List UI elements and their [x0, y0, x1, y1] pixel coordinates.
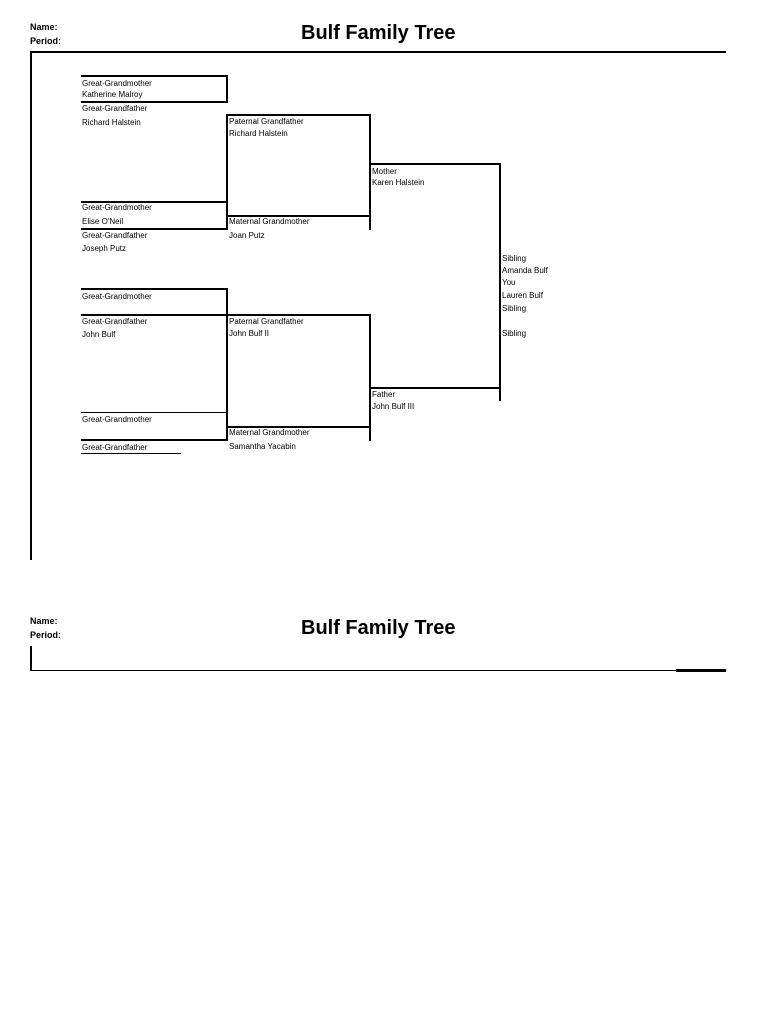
gg1-role: Great-Grandmother: [82, 79, 152, 88]
header-rule-2-end: [676, 669, 726, 672]
gg4-top-line: [81, 228, 228, 230]
gg2-role: Great-Grandfather: [82, 104, 148, 113]
sibling3-role: Sibling: [502, 329, 527, 338]
gg7-role: Great-Grandmother: [82, 415, 152, 424]
gp2-name: Joan Putz: [229, 231, 265, 240]
header-rule: [30, 51, 726, 53]
father-name: John Bulf III: [372, 402, 415, 411]
gg4-name: Joseph Putz: [82, 244, 127, 253]
gg4-role: Great-Grandfather: [82, 231, 148, 240]
left-border: [30, 51, 32, 560]
page-title: Bulf Family Tree: [301, 22, 456, 44]
page-title-2: Bulf Family Tree: [301, 617, 456, 639]
name-label-2: Name:: [30, 616, 58, 626]
sibling1-role: Sibling: [502, 254, 527, 263]
father-role: Father: [372, 390, 396, 399]
gp3-top-line: [226, 314, 371, 316]
connector-gp3-gp4: [226, 314, 228, 441]
sibling2-role: Sibling: [502, 304, 527, 313]
gp2-role: Maternal Grandmother: [229, 217, 310, 226]
sibling1-name: Amanda Bulf: [502, 266, 548, 275]
header-rule-2: [30, 670, 676, 671]
left-border-2: [30, 646, 32, 671]
mother-top-line: [369, 163, 501, 165]
connector-gp1-gp2-right: [369, 114, 371, 230]
connector-gp3-gp4-right: [369, 314, 371, 441]
mother-name: Karen Halstein: [372, 178, 425, 187]
gg2-top-line: [81, 101, 228, 103]
gg6-top-line: [81, 314, 228, 316]
gg5-top-line: [81, 288, 228, 290]
father-top-line: [369, 387, 501, 389]
gg1-top-line: [81, 75, 228, 77]
gg3-top-line: [81, 201, 228, 203]
gg3-name: Elise O'Neil: [82, 217, 124, 226]
gp3-name: John Bulf II: [229, 329, 270, 338]
name-label: Name:: [30, 22, 58, 32]
gg8-bottom-line: [81, 453, 181, 454]
gg8-role: Great-Grandfather: [82, 443, 148, 452]
period-label-2: Period:: [30, 630, 62, 640]
gp2-top-line: [226, 215, 371, 217]
you-role: You: [502, 278, 516, 287]
gp4-name: Samantha Yacabin: [229, 442, 296, 451]
gp1-top-line: [226, 114, 371, 116]
connector-gg1-gg2: [226, 75, 228, 103]
gp1-name: Richard Halstein: [229, 129, 288, 138]
gg8-top-line: [81, 439, 228, 441]
gg7-top-line: [81, 412, 228, 413]
gp1-role: Paternal Grandfather: [229, 117, 304, 126]
gg2-name: Richard Halstein: [82, 118, 141, 127]
gg5-role: Great-Grandmother: [82, 292, 152, 301]
gp3-role: Paternal Grandfather: [229, 317, 304, 326]
connector-gp1-gp2: [226, 114, 228, 230]
gg6-name: John Bulf: [82, 330, 116, 339]
connector-parents: [499, 163, 501, 401]
period-label: Period:: [30, 36, 62, 46]
gp4-top-line: [226, 426, 371, 428]
gg3-role: Great-Grandmother: [82, 203, 152, 212]
mother-role: Mother: [372, 167, 397, 176]
gp4-role: Maternal Grandmother: [229, 428, 310, 437]
you-name: Lauren Bulf: [502, 291, 543, 300]
gg1-name: Katherine Malroy: [82, 90, 143, 99]
gg6-role: Great-Grandfather: [82, 317, 148, 326]
connector-gg5-gg6: [226, 288, 228, 316]
